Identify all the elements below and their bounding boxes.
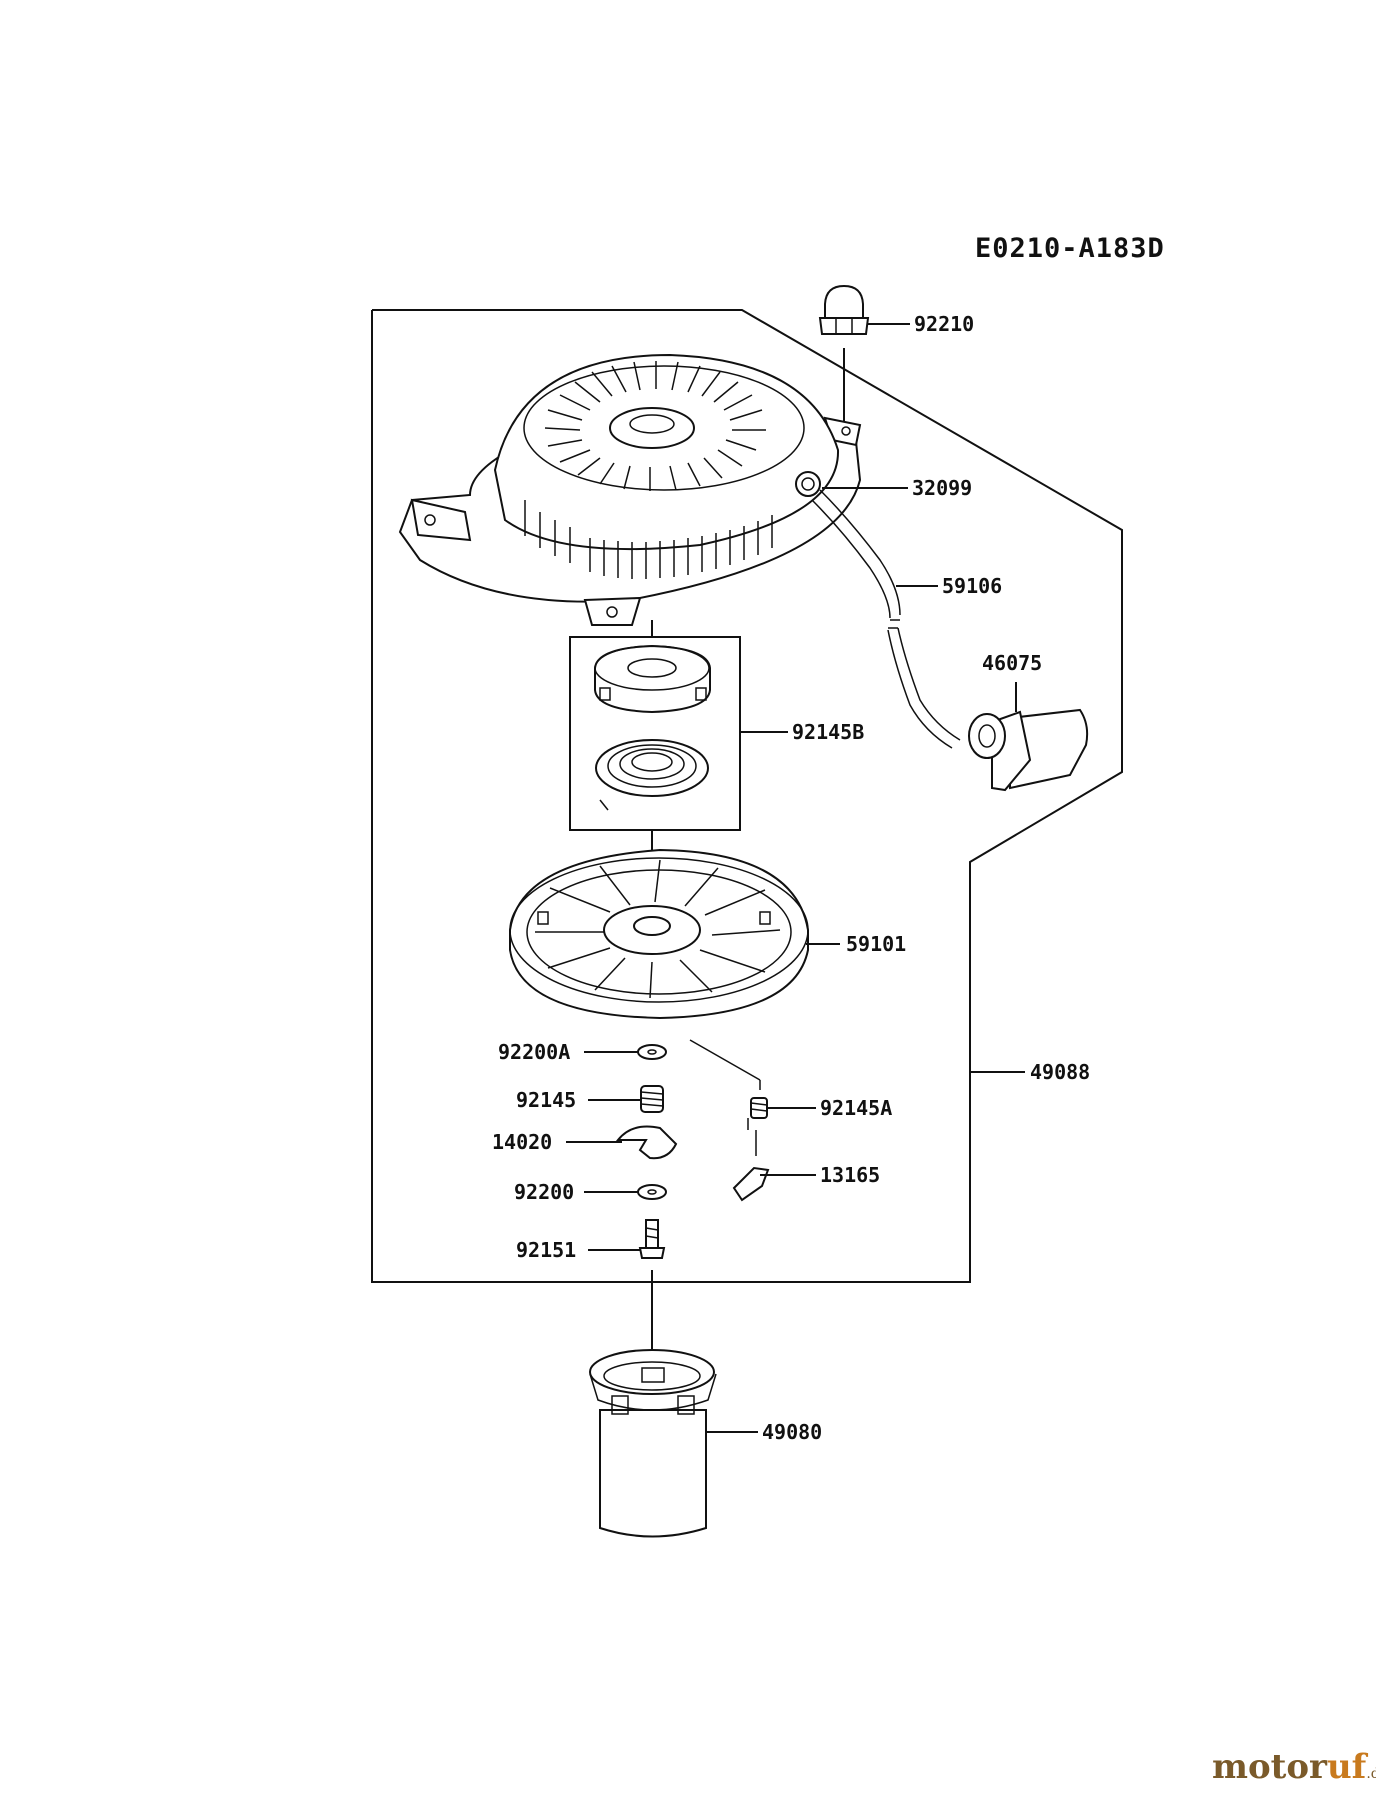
label-59101: 59101 <box>846 932 906 956</box>
reel-icon <box>509 848 809 1020</box>
starter-rope-icon <box>811 489 961 749</box>
washer-a-icon <box>637 1044 667 1060</box>
diagram-code: E0210-A183D <box>975 233 1165 264</box>
ratchet-icon <box>615 1125 678 1160</box>
assembly-outline <box>371 309 1123 1283</box>
starter-case-icon <box>398 353 862 626</box>
label-92200A: 92200A <box>498 1040 570 1064</box>
label-92145A: 92145A <box>820 1096 892 1120</box>
friction-plate-icon <box>732 1166 770 1202</box>
label-59106: 59106 <box>942 574 1002 598</box>
bolt-icon <box>638 1219 666 1259</box>
label-49088: 49088 <box>1030 1060 1090 1084</box>
label-13165: 13165 <box>820 1163 880 1187</box>
svg-text:motoruf.de: motoruf.de <box>1212 1747 1376 1787</box>
watermark-logo: motoruf.de <box>1212 1747 1376 1787</box>
label-92200: 92200 <box>514 1180 574 1204</box>
spring-case-icon <box>594 644 711 714</box>
cap-nut-icon <box>818 284 870 335</box>
spring-kit-box <box>569 636 741 831</box>
recoil-spring-icon <box>595 739 709 811</box>
label-46075: 46075 <box>982 651 1042 675</box>
label-92145: 92145 <box>516 1088 576 1112</box>
ratchet-spring-icon <box>640 1085 664 1113</box>
label-92210: 92210 <box>914 312 974 336</box>
label-14020: 14020 <box>492 1130 552 1154</box>
label-92145B: 92145B <box>792 720 864 744</box>
starter-handle-icon <box>968 708 1089 792</box>
starter-pulley-cup-icon <box>589 1349 717 1538</box>
label-92151: 92151 <box>516 1238 576 1262</box>
washer-icon <box>637 1184 667 1200</box>
label-49080: 49080 <box>762 1420 822 1444</box>
label-32099: 32099 <box>912 476 972 500</box>
friction-spring-icon <box>750 1097 768 1119</box>
